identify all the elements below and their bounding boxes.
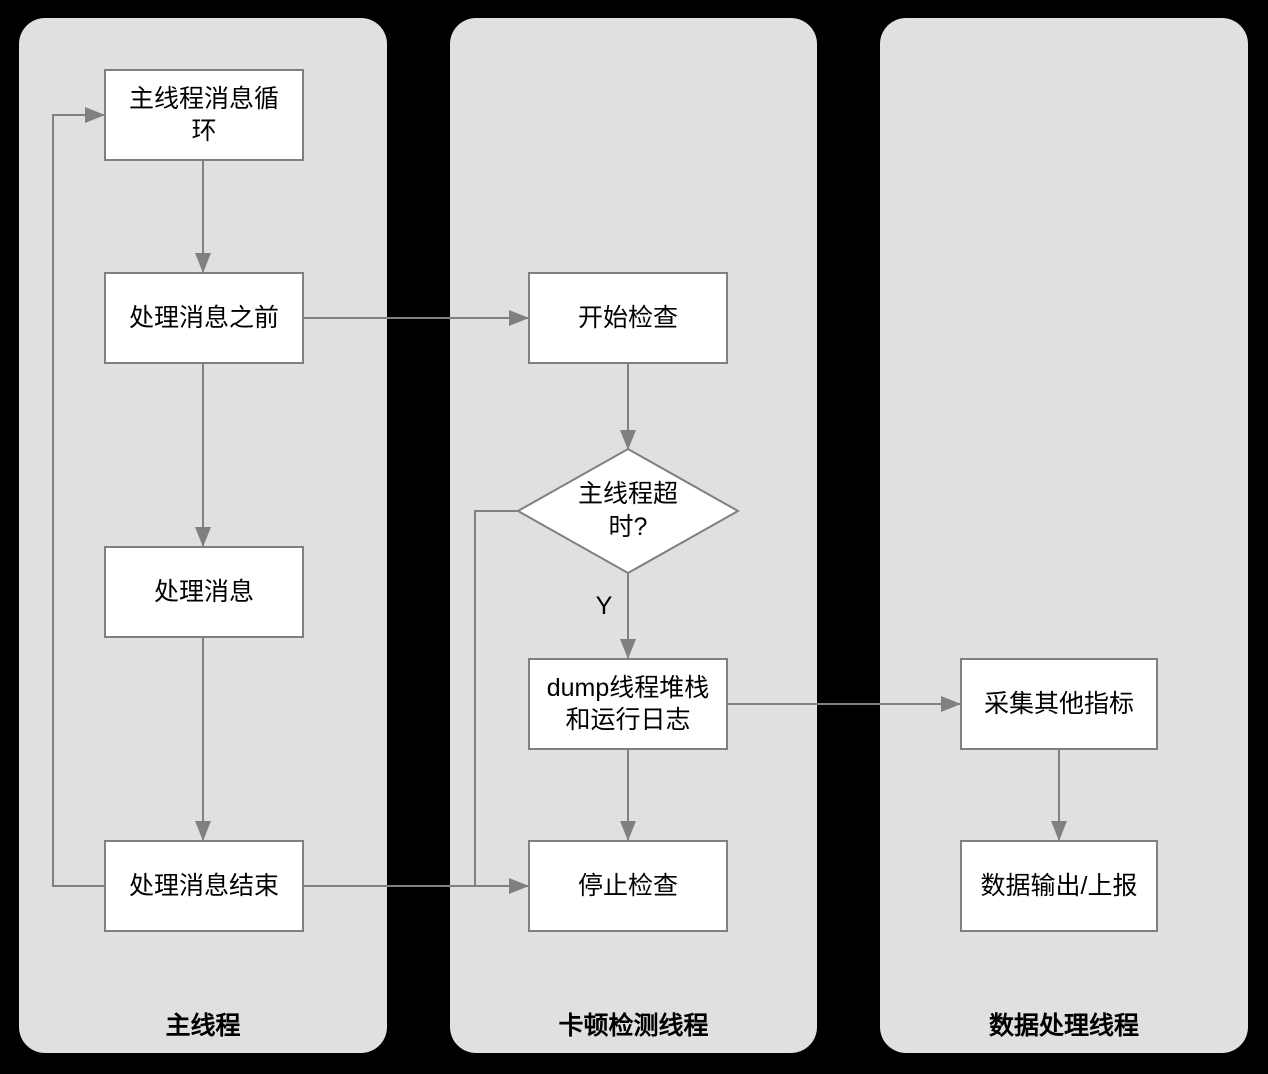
node-label: 停止检查 (577, 871, 678, 900)
lane-title-data-processing-thread: 数据处理线程 (988, 1012, 1139, 1040)
node-label: dump线程堆栈 (546, 673, 710, 702)
node-label: 处理消息 (153, 577, 254, 606)
node-main-thread-timeout-decision: 主线程超 时? (568, 478, 688, 543)
node-label: 处理消息之前 (128, 303, 279, 332)
node-data-output-report: 数据输出/上报 (960, 840, 1158, 932)
arrow-loopback-to-mainloop (52, 107, 105, 887)
lane-title-lag-detection-thread: 卡顿检测线程 (558, 1012, 709, 1040)
node-label: 开始检查 (577, 303, 678, 332)
node-process-message: 处理消息 (104, 546, 304, 638)
node-label: 主线程消息循 (128, 84, 279, 113)
edge-label-yes: Y (595, 592, 613, 620)
node-label: 采集其他指标 (983, 689, 1134, 718)
decision-diamond-shape (515, 447, 741, 575)
node-start-check: 开始检查 (528, 272, 728, 364)
node-label: 数据输出/上报 (980, 871, 1138, 900)
node-dump-stack-and-logs: dump线程堆栈 和运行日志 (528, 658, 728, 750)
node-main-thread-message-loop: 主线程消息循 环 (104, 69, 304, 161)
node-process-message-end: 处理消息结束 (104, 840, 304, 932)
node-collect-other-metrics: 采集其他指标 (960, 658, 1158, 750)
node-before-process-message: 处理消息之前 (104, 272, 304, 364)
node-label: 环 (191, 117, 217, 145)
node-label: 时? (608, 512, 648, 541)
arrow-decision-to-stopcheck-elbow (474, 510, 518, 886)
lane-title-main-thread: 主线程 (165, 1012, 241, 1040)
node-stop-check: 停止检查 (528, 840, 728, 932)
node-label: 主线程超 (577, 480, 678, 508)
node-label: 处理消息结束 (128, 871, 279, 900)
node-label: 和运行日志 (565, 706, 691, 734)
